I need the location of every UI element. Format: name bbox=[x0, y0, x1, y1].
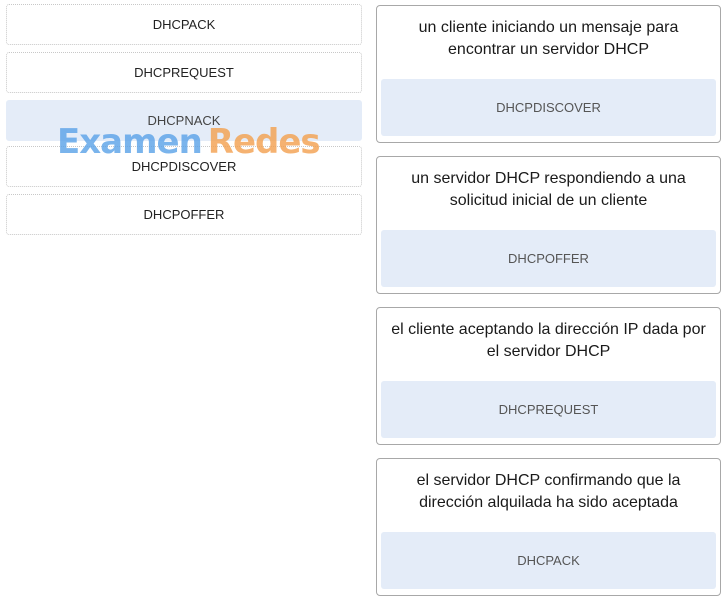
card-question: el cliente aceptando la dirección IP dad… bbox=[391, 321, 706, 360]
drop-zone[interactable]: DHCPREQUEST bbox=[381, 381, 716, 438]
match-card-3: el cliente aceptando la dirección IP dad… bbox=[376, 307, 721, 445]
option-dhcpoffer[interactable]: DHCPOFFER bbox=[6, 194, 362, 235]
match-card-2: un servidor DHCP respondiendo a una soli… bbox=[376, 156, 721, 294]
option-dhcpnack[interactable]: DHCPNACK bbox=[6, 100, 362, 141]
option-dhcpack[interactable]: DHCPACK bbox=[6, 4, 362, 45]
option-dhcpdiscover[interactable]: DHCPDISCOVER bbox=[6, 146, 362, 187]
drop-zone[interactable]: DHCPOFFER bbox=[381, 230, 716, 287]
match-card-4: el servidor DHCP confirmando que la dire… bbox=[376, 458, 721, 596]
drop-zone[interactable]: DHCPACK bbox=[381, 532, 716, 589]
card-question: un servidor DHCP respondiendo a una soli… bbox=[411, 170, 686, 209]
option-dhcprequest[interactable]: DHCPREQUEST bbox=[6, 52, 362, 93]
card-question: el servidor DHCP confirmando que la dire… bbox=[416, 472, 681, 511]
drop-zone[interactable]: DHCPDISCOVER bbox=[381, 79, 716, 136]
card-question: un cliente iniciando un mensaje para enc… bbox=[418, 19, 679, 58]
match-card-1: un cliente iniciando un mensaje para enc… bbox=[376, 5, 721, 143]
